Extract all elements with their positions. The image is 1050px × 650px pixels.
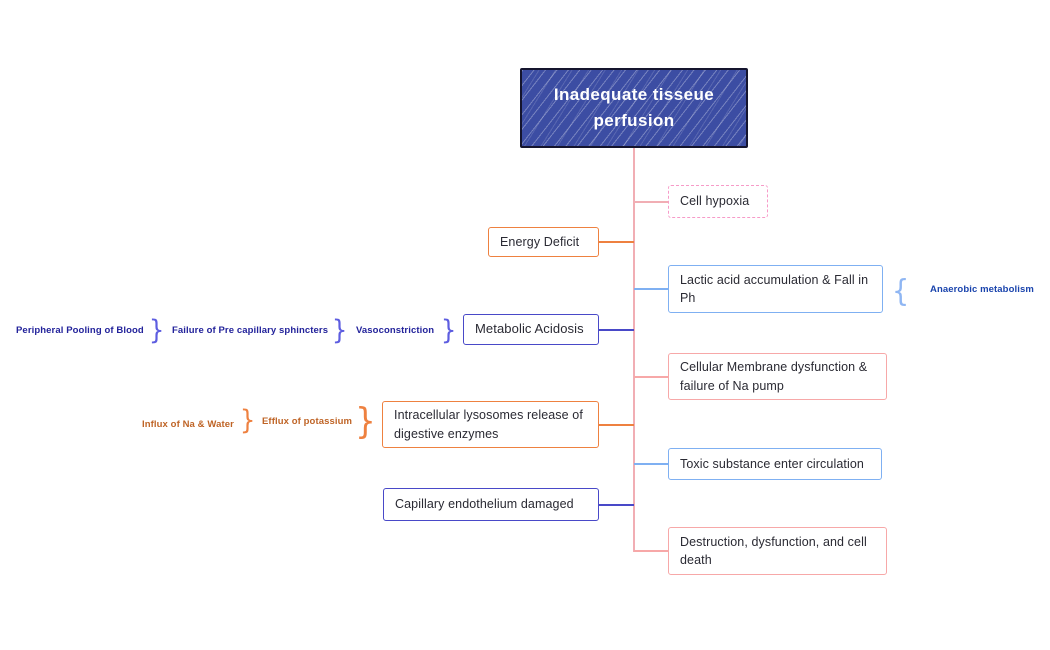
connector-energy-deficit [598,241,634,243]
chain-label-peripheral-pooling[interactable]: Peripheral Pooling of Blood [16,325,144,336]
node-label: Metabolic Acidosis [475,321,584,337]
node-label: Cellular Membrane dysfunction & failure … [680,360,868,393]
connector-capillary [597,504,634,506]
chain-label-precapillary-sphincters[interactable]: Failure of Pre capillary sphincters [172,325,329,336]
trunk-line [633,148,635,552]
brace-icon: } [440,315,457,346]
brace-icon: } [331,315,348,346]
node-label: Toxic substance enter circulation [680,456,864,471]
root-title-line1: Inadequate tisseue [553,84,715,104]
node-cell-hypoxia[interactable]: Cell hypoxia [668,185,773,222]
node-cellular-membrane[interactable]: Cellular Membrane dysfunction & failure … [668,353,892,404]
root-title-line2: perfusion [593,111,675,130]
node-label: Intracellular lysosomes release of diges… [394,408,583,441]
node-label: Cell hypoxia [680,194,750,209]
node-toxic-substance[interactable]: Toxic substance enter circulation [663,448,882,484]
connector-toxic-substance [634,463,668,465]
node-lactic-acid[interactable]: Lactic acid accumulation & Fall in Ph [668,265,888,317]
node-lysosomes[interactable]: Intracellular lysosomes release of diges… [382,401,604,452]
connector-cell-hypoxia [634,201,668,203]
node-capillary-endothelium[interactable]: Capillary endothelium damaged [378,488,599,525]
brace-icon: } [239,405,256,436]
connector-cellular-membrane [634,376,668,378]
connector-cell-death [634,550,668,552]
node-energy-deficit[interactable]: Energy Deficit [483,227,599,261]
brace-icon: } [148,315,165,346]
chain-label-vasoconstriction[interactable]: Vasoconstriction [356,325,435,336]
connector-metabolic-acidosis [597,329,634,331]
node-label: Capillary endothelium damaged [395,497,574,512]
chain-label-efflux-potassium[interactable]: Efflux of potassium [262,416,353,427]
node-label: Energy Deficit [500,234,580,249]
brace-icon: } [355,401,376,442]
connector-lysosomes [597,424,634,426]
left-brace-icon: { [891,274,910,309]
node-root-inadequate-tissue-perfusion[interactable]: Inadequate tisseue perfusion [520,68,755,154]
chain-label-influx-na-water[interactable]: Influx of Na & Water [142,419,234,430]
connector-lactic-acid [634,288,668,290]
annotation-anaerobic-metabolism[interactable]: Anaerobic metabolism [930,284,1034,295]
node-metabolic-acidosis[interactable]: Metabolic Acidosis [463,314,604,349]
node-label: Lactic acid accumulation & Fall in Ph [680,272,869,305]
node-label: Destruction, dysfunction, and cell death [680,534,867,567]
node-cell-death[interactable]: Destruction, dysfunction, and cell death [668,527,892,579]
